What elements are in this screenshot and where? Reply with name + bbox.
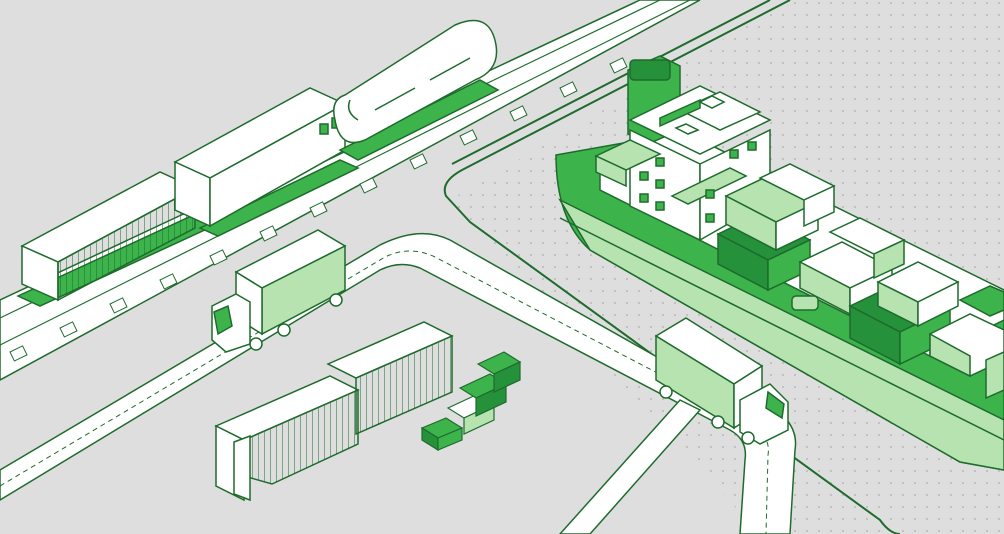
road (0, 232, 797, 534)
delivery-truck-1 (211, 229, 347, 353)
cargo-ship (555, 55, 1004, 471)
freight-train (16, 19, 500, 307)
shipping-containers (214, 321, 454, 502)
cargo-boxes (420, 351, 522, 452)
ship-containers (716, 163, 1004, 400)
delivery-truck-2 (654, 317, 789, 445)
train-container-2 (173, 87, 347, 228)
tanker-car (333, 19, 500, 161)
train-container-1 (20, 171, 197, 302)
pier (443, 0, 901, 534)
railway (0, 0, 701, 381)
